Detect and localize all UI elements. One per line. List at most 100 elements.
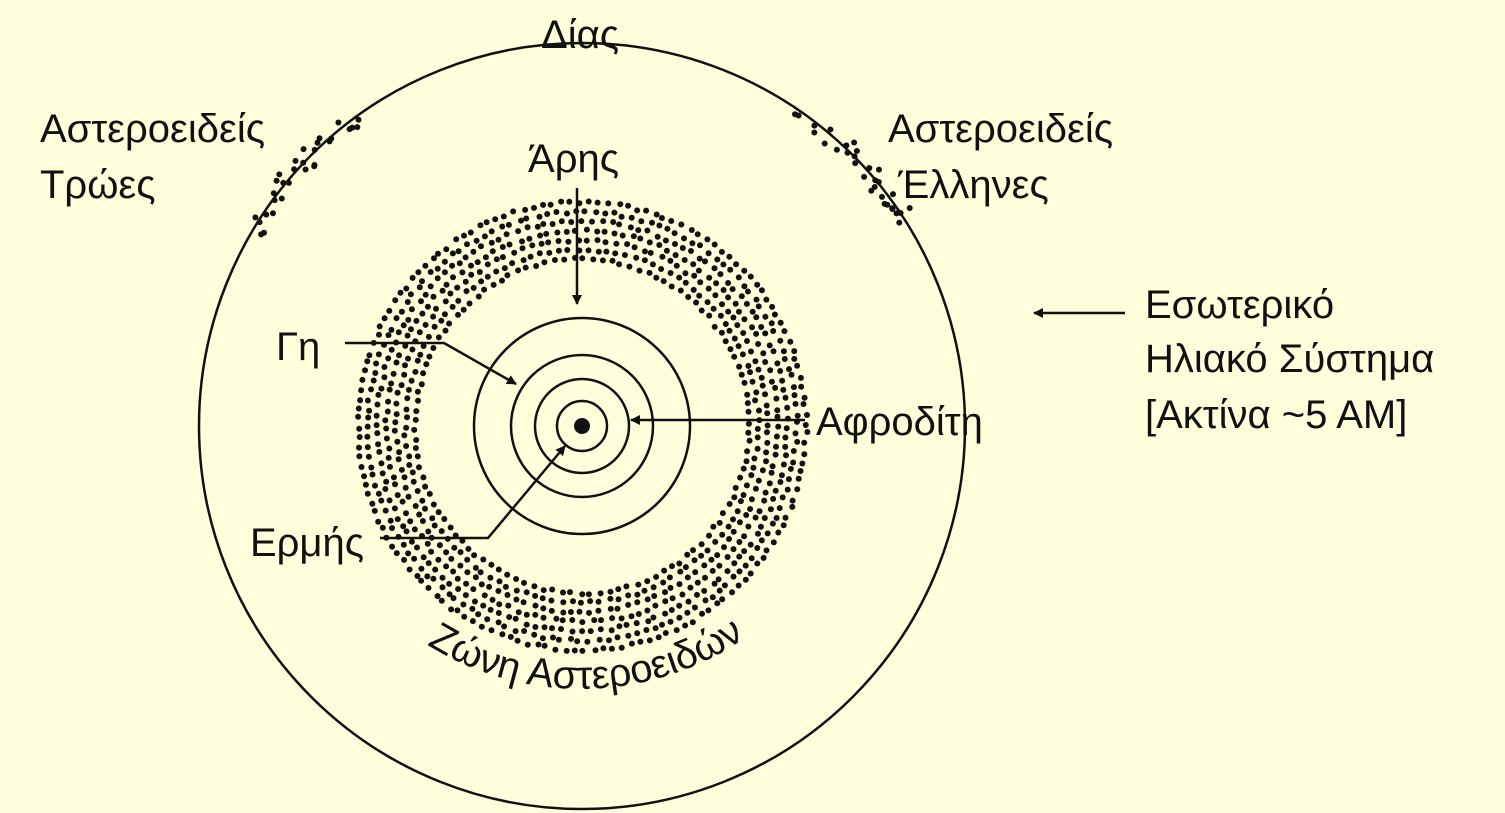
belt-asteroid-dot [736, 519, 743, 526]
belt-asteroid-dot [390, 474, 397, 481]
belt-asteroid-dot [779, 494, 786, 501]
belt-asteroid-dot [472, 564, 479, 571]
belt-asteroid-dot [607, 605, 614, 612]
belt-asteroid-dot [641, 587, 648, 594]
belt-asteroid-dot [503, 231, 510, 238]
belt-asteroid-dot [386, 307, 393, 314]
belt-asteroid-dot [744, 448, 751, 455]
belt-asteroid-dot [429, 515, 436, 522]
belt-asteroid-dot [481, 592, 488, 599]
belt-asteroid-dot [755, 530, 761, 537]
belt-asteroid-dot [409, 274, 416, 281]
belt-asteroid-dot [427, 283, 434, 290]
belt-asteroid-dot [691, 604, 698, 611]
belt-asteroid-dot [592, 647, 599, 654]
belt-asteroid-dot [487, 606, 494, 613]
belt-asteroid-dot [705, 607, 712, 614]
belt-asteroid-dot [773, 443, 779, 450]
belt-asteroid-dot [523, 215, 530, 222]
belt-asteroid-dot [744, 288, 751, 295]
belt-asteroid-dot [406, 462, 413, 468]
belt-asteroid-dot [493, 268, 500, 275]
belt-asteroid-dot [374, 430, 381, 437]
belt-asteroid-dot [501, 265, 508, 272]
greek-asteroid-dot [876, 166, 882, 173]
belt-asteroid-dot [662, 630, 669, 636]
label-trojans-1: Αστεροειδείς [40, 107, 265, 151]
belt-asteroid-dot [748, 555, 755, 562]
belt-asteroid-dot [772, 451, 779, 458]
trojan-asteroid-dot [311, 162, 318, 168]
belt-asteroid-dot [755, 303, 762, 310]
trojan-asteroid-dot [261, 229, 267, 236]
belt-asteroid-dot [758, 287, 765, 294]
belt-asteroid-dot [624, 241, 631, 248]
belt-asteroid-dot [755, 341, 762, 347]
belt-asteroid-dot [701, 587, 708, 594]
belt-asteroid-dot [462, 278, 469, 285]
belt-asteroid-dot [711, 580, 718, 587]
belt-asteroid-dot [375, 351, 382, 358]
belt-asteroid-dot [427, 269, 434, 275]
belt-asteroid-dot [565, 238, 572, 245]
belt-asteroid-dot [726, 327, 733, 334]
belt-asteroid-dot [754, 560, 761, 567]
belt-asteroid-dot [780, 461, 787, 468]
belt-asteroid-dot [553, 615, 560, 622]
asteroid-dots [252, 111, 913, 654]
belt-asteroid-dot [662, 610, 669, 617]
belt-asteroid-dot [729, 589, 736, 596]
belt-asteroid-dot [414, 488, 421, 494]
belt-asteroid-dot [499, 277, 505, 284]
belt-asteroid-dot [488, 627, 495, 634]
belt-asteroid-dot [684, 551, 691, 558]
belt-asteroid-dot [694, 231, 701, 238]
belt-asteroid-dot [449, 250, 456, 257]
belt-asteroid-dot [664, 225, 671, 232]
belt-asteroid-dot [382, 486, 389, 492]
belt-asteroid-dot [402, 342, 409, 349]
mercury-arrow [380, 445, 566, 540]
belt-asteroid-dot [714, 600, 721, 607]
belt-asteroid-dot [684, 609, 691, 616]
greek-asteroid-dot [884, 201, 891, 208]
belt-asteroid-dot [540, 221, 547, 227]
trojan-asteroid-dot [355, 116, 362, 123]
belt-asteroid-dot [400, 541, 407, 548]
belt-asteroid-dot [512, 628, 519, 635]
sun [574, 418, 590, 434]
belt-asteroid-dot [738, 371, 745, 378]
belt-asteroid-dot [740, 465, 747, 472]
belt-asteroid-dot [689, 619, 696, 626]
belt-asteroid-dot [407, 291, 414, 298]
belt-asteroid-dot [563, 647, 570, 654]
greek-asteroid-dot [811, 129, 818, 136]
belt-asteroid-dot [413, 408, 420, 415]
belt-asteroid-dot [681, 235, 687, 242]
belt-asteroid-dot [801, 439, 808, 446]
belt-asteroid-dot [470, 586, 477, 593]
belt-asteroid-dot [716, 519, 723, 526]
belt-asteroid-dot [785, 476, 792, 483]
belt-asteroid-dot [726, 253, 733, 260]
belt-asteroid-dot [422, 291, 429, 298]
belt-asteroid-dot [800, 401, 807, 407]
belt-asteroid-dot [643, 627, 650, 633]
belt-asteroid-dot [788, 371, 795, 378]
belt-asteroid-dot [718, 248, 725, 255]
belt-asteroid-dot [433, 305, 439, 312]
belt-asteroid-dot [635, 611, 642, 617]
belt-asteroid-dot [710, 523, 717, 530]
belt-asteroid-dot [386, 497, 393, 504]
belt-asteroid-dot [362, 367, 368, 374]
belt-asteroid-dot [752, 397, 759, 404]
earth-arrow [345, 341, 517, 386]
belt-asteroid-dot [499, 244, 506, 250]
belt-asteroid-dot [499, 631, 506, 638]
belt-asteroid-dot [495, 566, 502, 573]
belt-asteroid-dot [398, 308, 405, 315]
greek-asteroid-dot [833, 146, 840, 153]
belt-asteroid-dot [375, 490, 382, 497]
belt-asteroid-dot [492, 216, 499, 223]
belt-asteroid-dot [579, 619, 586, 626]
